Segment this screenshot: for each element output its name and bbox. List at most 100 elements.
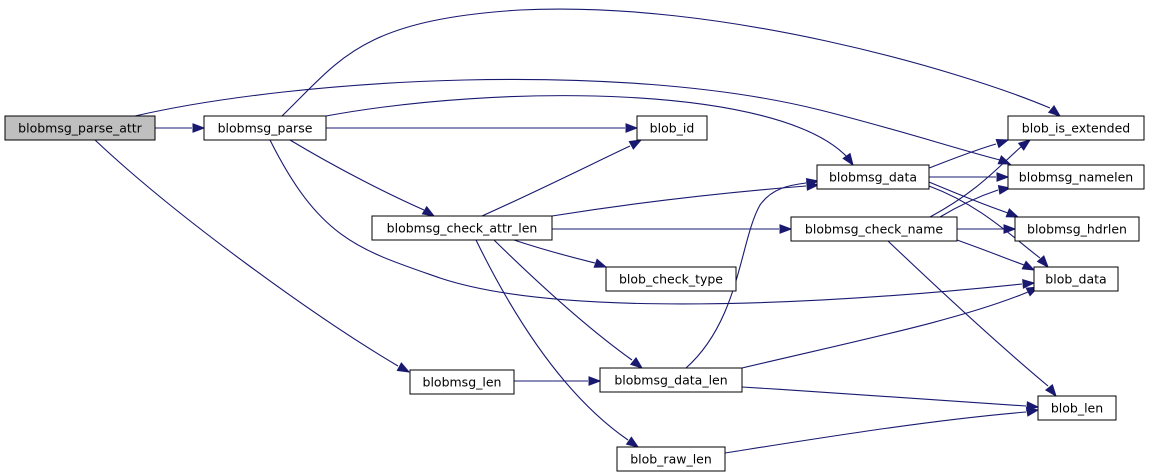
edge-blobmsg_check_name-to-blob_data xyxy=(956,239,1036,271)
edge-arrowhead xyxy=(593,258,608,268)
edge-blobmsg_parse-to-blob_is_extended xyxy=(281,8,1062,117)
node-blobmsg-parse-attr[interactable]: blobmsg_parse_attr xyxy=(4,115,156,141)
node-blob-id[interactable]: blob_id xyxy=(636,115,708,141)
edge-line xyxy=(551,185,807,217)
node-box[interactable] xyxy=(616,446,726,472)
node-blobmsg-namelen[interactable]: blobmsg_namelen xyxy=(1007,164,1145,190)
node-box[interactable] xyxy=(1033,266,1119,292)
edge-line xyxy=(741,386,1027,407)
edge-line xyxy=(269,139,1023,305)
edge-arrowhead xyxy=(1036,255,1049,269)
node-box[interactable] xyxy=(4,115,156,141)
edge-arrowhead xyxy=(996,172,1010,182)
edge-line xyxy=(928,143,997,169)
edge-line xyxy=(741,291,1029,369)
edge-blobmsg_parse_attr-to-blobmsg_parse xyxy=(155,123,206,133)
node-blob-data[interactable]: blob_data xyxy=(1033,266,1119,292)
node-blobmsg-data[interactable]: blobmsg_data xyxy=(816,164,930,190)
edge-arrowhead xyxy=(1021,260,1036,271)
edge-arrowhead xyxy=(588,376,602,386)
edge-blobmsg_parse_attr-to-blobmsg_len xyxy=(94,139,411,373)
node-blob-len[interactable]: blob_len xyxy=(1037,395,1117,421)
edge-arrowhead xyxy=(1044,383,1057,398)
edge-blobmsg_data-to-blobmsg_hdrlen xyxy=(928,181,1020,218)
node-blobmsg-check-name[interactable]: blobmsg_check_name xyxy=(790,216,958,242)
edge-arrowhead xyxy=(997,155,1012,165)
node-label: blobmsg_namelen xyxy=(1019,170,1133,185)
edge-line xyxy=(956,239,1025,266)
node-label: blob_raw_len xyxy=(630,452,712,467)
edge-blobmsg_parse-to-blobmsg_check_attr_len xyxy=(289,139,436,217)
edge-arrowhead xyxy=(995,138,1010,149)
edge-blobmsg_data_len-to-blobmsg_data xyxy=(685,178,820,369)
node-label: blobmsg_data xyxy=(829,170,917,185)
node-label: blob_data xyxy=(1045,272,1106,287)
edge-arrowhead xyxy=(805,178,820,188)
node-label: blob_len xyxy=(1051,401,1103,416)
edge-blobmsg_check_attr_len-to-blobmsg_data xyxy=(551,181,820,217)
node-label: blob_id xyxy=(650,121,695,136)
node-blobmsg-parse[interactable]: blobmsg_parse xyxy=(203,115,327,141)
node-blob-raw-len[interactable]: blob_raw_len xyxy=(616,446,726,472)
node-box[interactable] xyxy=(203,115,327,141)
edge-arrowhead xyxy=(997,185,1012,195)
node-box[interactable] xyxy=(1007,115,1145,141)
node-label: blobmsg_data_len xyxy=(614,373,727,388)
node-box[interactable] xyxy=(409,369,515,395)
edge-line xyxy=(481,145,631,217)
edge-line xyxy=(475,239,629,441)
edge-arrowhead xyxy=(1005,208,1020,218)
node-label: blobmsg_check_attr_len xyxy=(387,221,538,236)
edge-line xyxy=(887,240,1049,387)
node-label: blob_is_extended xyxy=(1022,121,1130,136)
node-label: blobmsg_parse_attr xyxy=(18,121,143,136)
edge-line xyxy=(724,411,1027,454)
node-box[interactable] xyxy=(1007,164,1145,190)
edge-blobmsg_check_name-to-blobmsg_namelen xyxy=(939,185,1012,218)
node-blob-is-extended[interactable]: blob_is_extended xyxy=(1007,115,1145,141)
edge-line xyxy=(939,189,999,218)
edge-line xyxy=(928,185,1041,259)
node-blobmsg-hdrlen[interactable]: blobmsg_hdrlen xyxy=(1014,216,1140,242)
node-blobmsg-len[interactable]: blobmsg_len xyxy=(409,369,515,395)
edge-line xyxy=(929,145,1023,218)
edge-blobmsg_check_attr_len-to-blob_check_type xyxy=(513,239,608,268)
edge-line xyxy=(134,78,1001,161)
edge-blobmsg_data_len-to-blob_data xyxy=(741,286,1040,369)
node-blobmsg-check-attr-len[interactable]: blobmsg_check_attr_len xyxy=(371,215,553,241)
node-blob-check-type[interactable]: blob_check_type xyxy=(605,266,737,292)
node-blobmsg-data-len[interactable]: blobmsg_data_len xyxy=(599,367,743,393)
edge-arrowhead xyxy=(842,152,854,167)
node-label: blobmsg_check_name xyxy=(805,222,943,237)
node-box[interactable] xyxy=(605,266,737,292)
node-box[interactable] xyxy=(636,115,708,141)
edge-blobmsg_parse_attr-to-blobmsg_namelen xyxy=(134,78,1012,165)
edge-arrowhead xyxy=(1003,224,1017,234)
edge-arrowhead xyxy=(625,436,640,448)
edge-blobmsg_len-to-blobmsg_data_len xyxy=(514,376,602,386)
edge-blobmsg_check_name-to-blob_len xyxy=(887,240,1057,398)
node-box[interactable] xyxy=(1037,395,1117,421)
node-box[interactable] xyxy=(371,215,553,241)
edge-arrowhead xyxy=(628,139,643,150)
node-box[interactable] xyxy=(790,216,958,242)
edge-blobmsg_data-to-blobmsg_namelen xyxy=(929,172,1010,182)
node-box[interactable] xyxy=(599,367,743,393)
edge-line xyxy=(325,95,849,159)
edge-blobmsg_check_name-to-blob_is_extended xyxy=(929,139,1032,218)
node-label: blobmsg_parse xyxy=(218,121,313,136)
node-label: blobmsg_hdrlen xyxy=(1027,222,1127,237)
node-box[interactable] xyxy=(1014,216,1140,242)
edge-blobmsg_parse-to-blob_id xyxy=(326,123,639,133)
edge-blobmsg_parse-to-blobmsg_data xyxy=(325,95,854,167)
edge-line xyxy=(513,239,596,264)
edge-blobmsg_check_attr_len-to-blobmsg_data_len xyxy=(493,239,644,369)
edge-line xyxy=(289,139,425,211)
node-box[interactable] xyxy=(816,164,930,190)
edge-arrowhead xyxy=(1047,104,1062,117)
edge-line xyxy=(685,182,807,369)
edge-line xyxy=(493,239,633,361)
edge-arrowhead xyxy=(1022,279,1036,289)
edge-arrowhead xyxy=(779,224,793,234)
